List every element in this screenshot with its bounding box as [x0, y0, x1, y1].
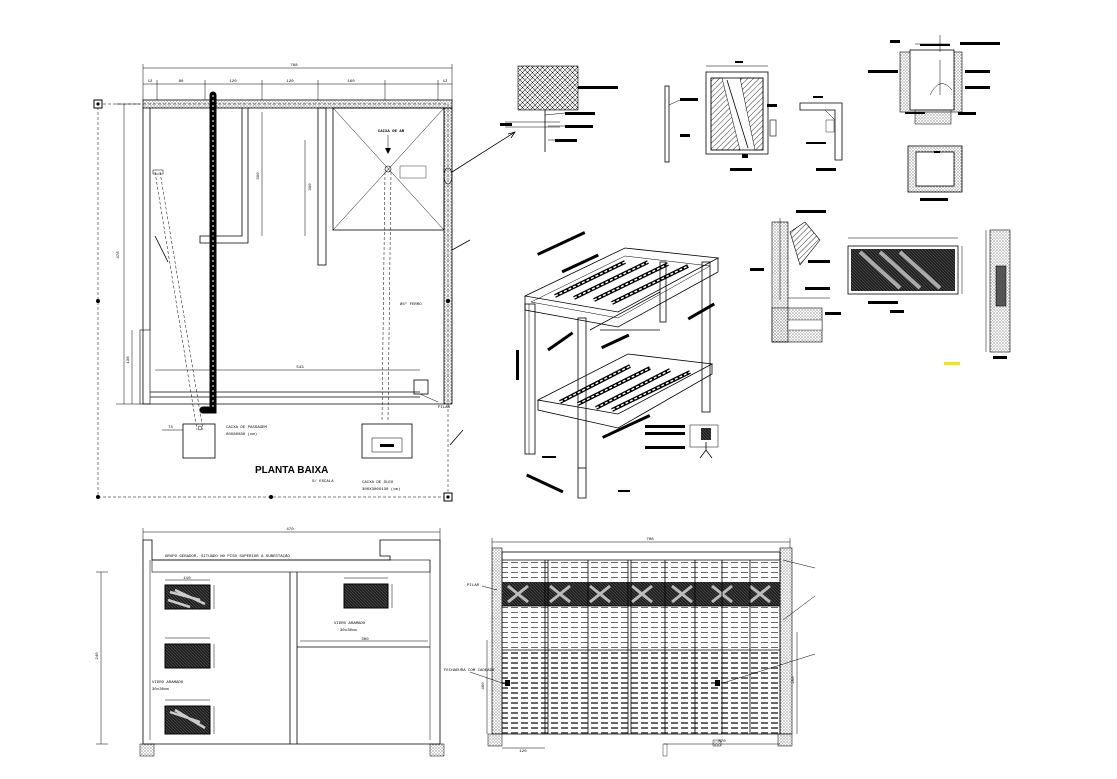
window-label: VIDRO ARAMADO — [152, 681, 184, 685]
passage-box — [182, 423, 216, 459]
dim-overall-width: 768 — [290, 64, 298, 68]
dim-slab: 543 — [296, 366, 304, 370]
door-detail — [664, 61, 843, 171]
ground-detail — [500, 65, 618, 152]
elev2-dim-h: 400 — [482, 682, 486, 690]
tank-label: CAIXA DE AR — [378, 130, 405, 134]
floor-plan: 768 12 80 120 120 160 12 478 138 543 390 — [93, 64, 516, 502]
pipe-label: Ø4" FERRO — [400, 302, 422, 307]
box2-dims: 300X300X130 (cm) — [362, 487, 400, 492]
wall-right — [443, 107, 453, 405]
dim-seg: 12 — [148, 80, 153, 84]
dim-mid: 390 — [257, 172, 261, 180]
plan-scale: S/ ESCALA — [312, 479, 334, 484]
window-group: 110 VIDRO ARAMADO 30x30cm VIDRO ARAMADO … — [152, 577, 393, 735]
win-dim: 110 — [183, 577, 191, 581]
air-tank — [332, 107, 445, 231]
elevation-left: 470 GRUPO GERADOR, SITUADO NO PISO SUPER… — [96, 528, 445, 757]
lock-icon — [715, 680, 720, 686]
box2-label: CAIXA DE ÓLEO — [362, 480, 394, 485]
elev-dim-top: 470 — [286, 528, 294, 532]
dim-lower: 138 — [127, 356, 131, 364]
elev2-dim-bottom-a: 120 — [519, 750, 527, 754]
lock-icon — [505, 680, 510, 686]
box1-label: CAIXA DE PASSAGEM — [226, 426, 267, 430]
drain-section — [868, 35, 1000, 201]
window-label: VIDRO ARAMADO — [334, 622, 366, 626]
elev2-dim-bottom-b: 570 — [718, 740, 726, 744]
window-dims: 30x30cm — [152, 688, 169, 692]
dim-seg: 80 — [179, 80, 184, 84]
wall-top — [142, 99, 453, 109]
window-dims: 30x30cm — [340, 629, 357, 633]
elevation-right: 768 — [444, 538, 816, 757]
lock-label: FECHADURA COM CADEADO — [444, 669, 495, 673]
elev2-dim-h2: 250 — [792, 676, 796, 684]
dim-tank: 390 — [309, 183, 313, 191]
wall-section-details — [750, 210, 1011, 365]
elev-dim-left: 240 — [96, 652, 100, 660]
elev2-dim-top: 768 — [646, 538, 654, 542]
dim-seg: 120 — [286, 80, 294, 84]
exhaust-pipe — [199, 91, 217, 414]
elev-header: GRUPO GERADOR, SITUADO NO PISO SUPERIOR … — [165, 554, 290, 559]
dim-box: 73 — [168, 426, 173, 430]
dim-seg: 160 — [347, 80, 355, 84]
dim-seg: 120 — [229, 80, 237, 84]
elev-dim-right: 300 — [361, 638, 369, 642]
box1-dims: 80X80X80 (cm) — [226, 432, 257, 437]
isometric-rack — [516, 231, 720, 499]
elev2-pilar: PILAR — [467, 584, 480, 588]
pilar-label: PILAR — [438, 406, 451, 410]
dim-seg: 12 — [443, 80, 448, 84]
oil-box — [361, 423, 413, 459]
plan-title: PLANTA BAIXA — [255, 465, 328, 476]
dim-overall-height: 478 — [117, 251, 121, 259]
